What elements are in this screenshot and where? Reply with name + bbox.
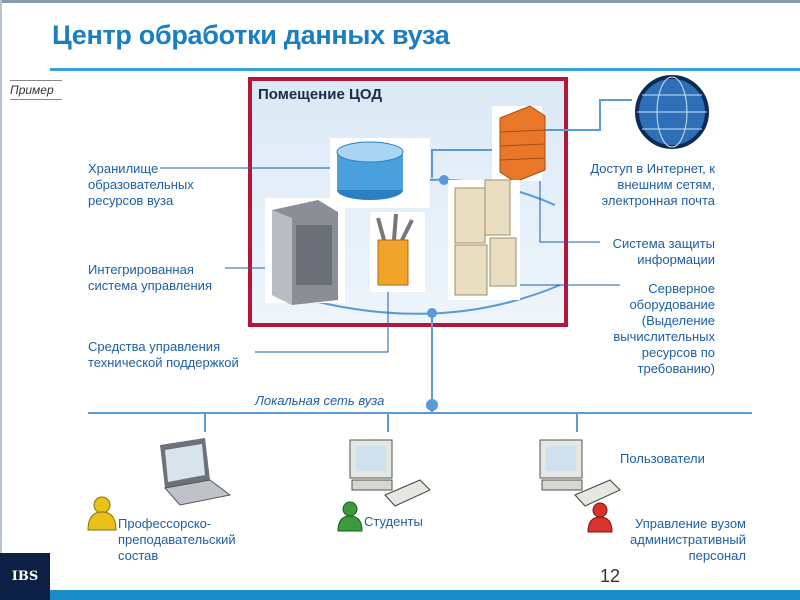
- admin-person-icon: [587, 502, 613, 533]
- label-support: Средства управления технической поддержк…: [88, 339, 239, 370]
- student-person-icon: [337, 501, 363, 532]
- label-internet: Доступ в Интернет, к внешним сетям, элек…: [590, 161, 715, 208]
- left-border: [0, 0, 2, 600]
- server-tower-icon: [265, 198, 345, 305]
- label-security: Система защиты информации: [612, 236, 715, 267]
- label-admin: Управление вузом административный персон…: [630, 516, 746, 563]
- page-number: 12: [600, 566, 621, 586]
- example-tag: Пример: [10, 80, 62, 100]
- ibs-logo: IBS: [0, 553, 50, 600]
- link-firewall: [431, 149, 500, 178]
- room-title: Помещение ЦОД: [258, 86, 383, 103]
- leader-security: [539, 180, 600, 243]
- label-servers: Серверное оборудование (Выделение вычисл…: [613, 281, 715, 376]
- node-room: [427, 308, 437, 318]
- servers-rack-icon: [448, 179, 520, 300]
- node-lan: [426, 399, 438, 411]
- link-internet: [540, 99, 640, 131]
- student-pc-icon: [342, 432, 432, 507]
- top-border: [0, 0, 800, 3]
- faculty-person-icon: [87, 496, 117, 531]
- label-users: Пользователи: [620, 451, 705, 466]
- label-integrated: Интегрированная система управления: [88, 262, 212, 293]
- footer-bar: [50, 590, 800, 600]
- globe-icon: [632, 72, 714, 156]
- label-storage: Хранилище образовательных ресурсов вуза: [88, 161, 194, 208]
- user-pc-icon: [532, 432, 622, 507]
- tools-icon: [370, 212, 425, 292]
- title-divider: [50, 68, 800, 71]
- firewall-icon: [492, 105, 546, 183]
- laptop-icon: [152, 433, 234, 511]
- lan-drops: [204, 413, 578, 432]
- label-students: Студенты: [364, 514, 423, 529]
- label-faculty: Профессорско-преподавательский состав: [118, 516, 236, 563]
- storage-icon: [330, 138, 430, 208]
- slide-title: Центр обработки данных вуза: [52, 20, 450, 50]
- node-top: [439, 175, 449, 185]
- leader-support: [255, 290, 389, 353]
- label-lan: Локальная сеть вуза: [255, 393, 385, 408]
